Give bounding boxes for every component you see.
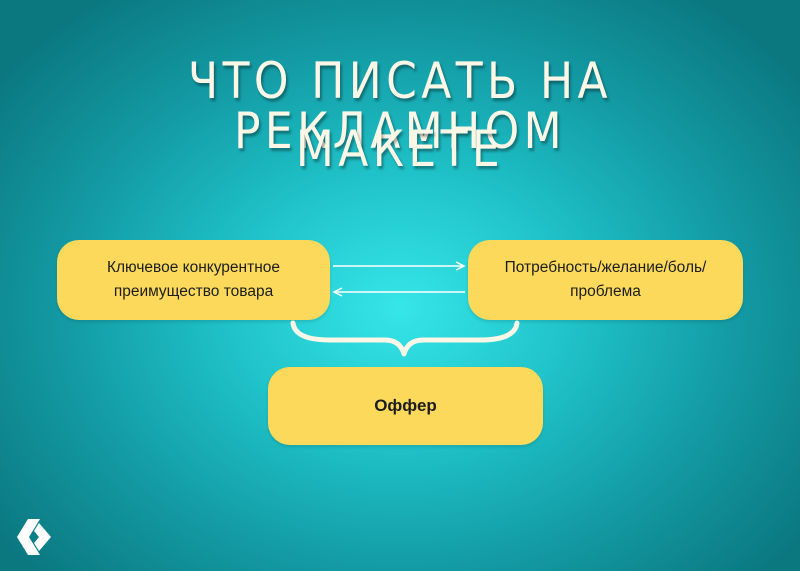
offer-box: Оффер bbox=[268, 367, 543, 445]
arrow-right bbox=[333, 261, 466, 271]
arrow-left bbox=[332, 287, 465, 297]
competitive-advantage-label: Ключевое конкурентное преимущество товар… bbox=[106, 259, 281, 300]
title-line-1: ЧТО ПИСАТЬ НА РЕКЛАМНОМ bbox=[188, 52, 612, 160]
diamond-logo-icon bbox=[17, 519, 51, 555]
curly-brace bbox=[290, 320, 520, 357]
competitive-advantage-box: Ключевое конкурентное преимущество товар… bbox=[57, 240, 330, 320]
title-line-2: МАКЕТЕ bbox=[295, 120, 505, 178]
customer-need-label: Потребность/желание/боль/ проблема bbox=[504, 259, 707, 300]
customer-need-box: Потребность/желание/боль/ проблема bbox=[468, 240, 743, 320]
offer-label: Оффер bbox=[374, 396, 437, 415]
